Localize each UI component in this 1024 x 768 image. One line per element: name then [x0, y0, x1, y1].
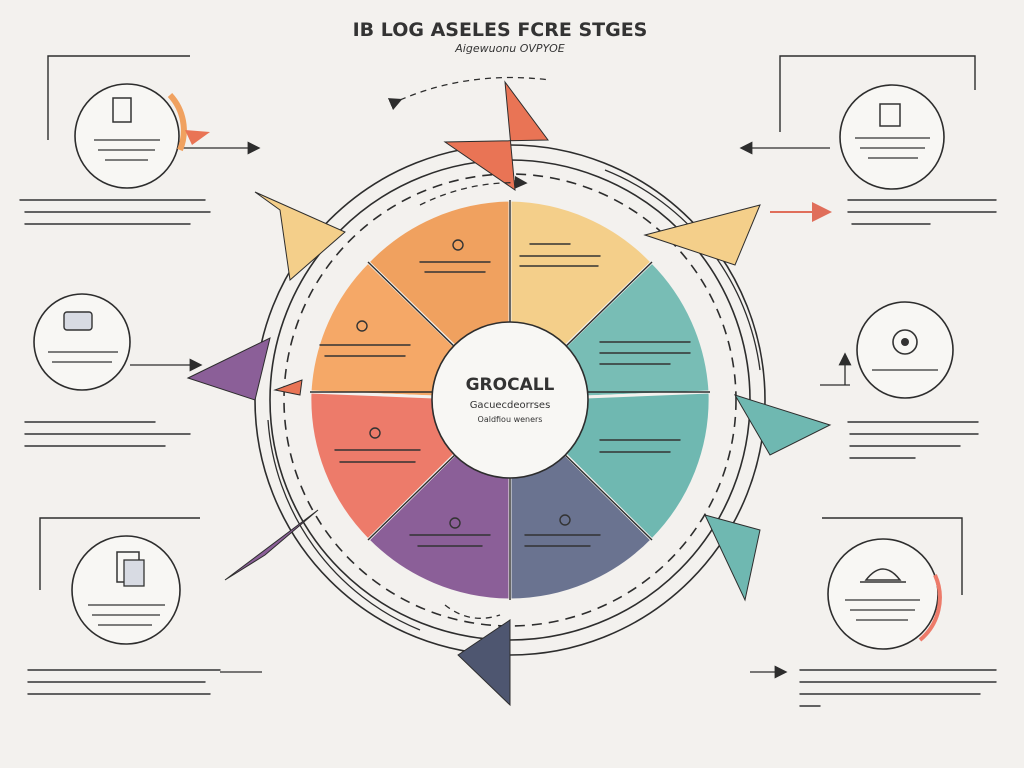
arrow-slate [457, 619, 511, 707]
side-icons [33, 83, 954, 650]
folder-icon [839, 84, 945, 190]
wedge-purple-icon [449, 517, 461, 529]
diagram-title: IB LOG ASELES FCRE STGES [353, 19, 648, 41]
center-caption: Oaldfiou weners [478, 415, 543, 424]
arrow-orange [443, 80, 549, 192]
arrow-yellow-right [643, 204, 761, 266]
wedge-coral-icon [369, 427, 381, 439]
pointer-arrows [130, 76, 852, 679]
document-icon [74, 83, 210, 189]
side-descriptions [19, 199, 997, 707]
wedge-orange-icon [452, 239, 464, 251]
flow-arrows [186, 80, 832, 707]
wedge-labels [319, 239, 691, 547]
center-subtitle: Gacuecdeorrses [470, 400, 551, 411]
copy-icon [71, 535, 181, 645]
center-title: GROCALL [466, 375, 555, 395]
gear-icon [856, 301, 954, 399]
hat-icon [827, 538, 942, 650]
arrow-small-orange [273, 379, 303, 396]
wedge-orange-left-icon [356, 320, 368, 332]
diagram-subtitle: Aigewuonu OVPYOE [454, 42, 564, 55]
arrow-teal-right [733, 394, 832, 456]
arrow-yellow-left [254, 191, 346, 281]
side-brackets [39, 55, 976, 595]
arrow-purple-left [186, 337, 271, 401]
arrow-teal-bottom [704, 514, 761, 602]
printer-icon [33, 293, 131, 391]
wedge-slate-icon [559, 514, 571, 526]
center-disc [431, 321, 589, 479]
arrow-purple-bottom [224, 509, 319, 581]
